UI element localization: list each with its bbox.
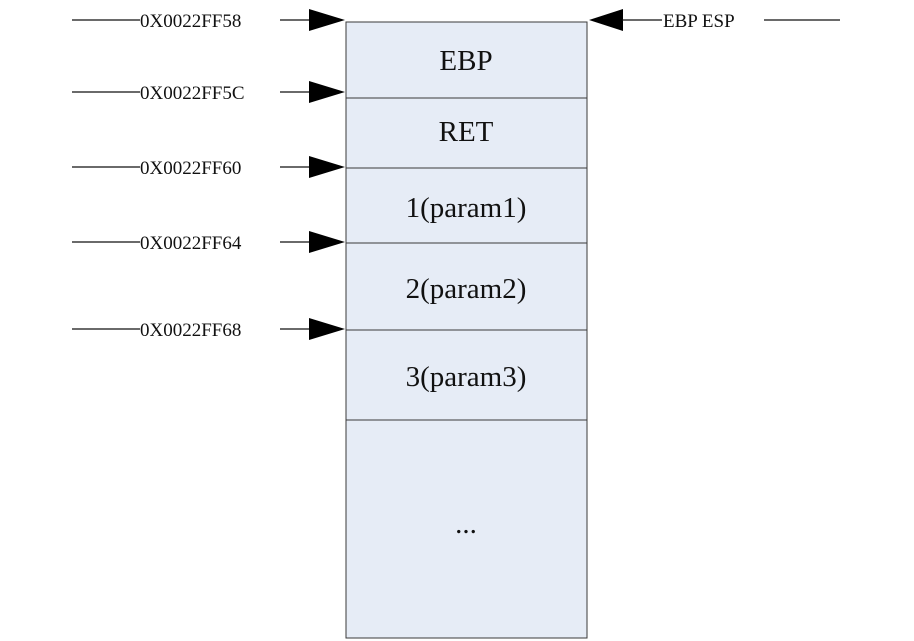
register-pointer: EBP ESP: [589, 9, 840, 32]
address-label: 0X0022FF60: [140, 158, 241, 179]
register-label: EBP ESP: [663, 11, 735, 32]
address-pointer-5: 0X0022FF68: [72, 318, 345, 341]
stack-cell-label: 1(param1): [406, 192, 527, 224]
address-pointer-1: 0X0022FF58: [72, 9, 345, 32]
address-pointer-2: 0X0022FF5C: [72, 81, 345, 104]
arrow-right-icon: [309, 156, 345, 178]
address-pointer-4: 0X0022FF64: [72, 231, 345, 254]
stack-column: EBP RET 1(param1) 2(param2) 3(param3) ..…: [345, 21, 588, 639]
address-label: 0X0022FF68: [140, 320, 241, 341]
address-label: 0X0022FF58: [140, 11, 241, 32]
stack-cell-more: ...: [345, 419, 588, 639]
address-label: 0X0022FF64: [140, 233, 242, 254]
arrow-right-icon: [309, 9, 345, 31]
stack-cell-ebp: EBP: [345, 21, 588, 99]
stack-cell-param3: 3(param3): [345, 329, 588, 421]
arrow-right-icon: [309, 318, 345, 340]
stack-cell-param2: 2(param2): [345, 242, 588, 331]
stack-cell-label: EBP: [439, 45, 492, 77]
stack-cell-param1: 1(param1): [345, 167, 588, 244]
address-pointer-3: 0X0022FF60: [72, 156, 345, 179]
address-label: 0X0022FF5C: [140, 83, 245, 104]
stack-cell-ret: RET: [345, 97, 588, 169]
arrow-left-icon: [589, 9, 623, 31]
stack-cell-label: 2(param2): [406, 273, 527, 305]
arrow-right-icon: [309, 231, 345, 253]
stack-cell-label: RET: [439, 116, 494, 148]
stack-cell-label: ...: [455, 508, 477, 540]
arrow-right-icon: [309, 81, 345, 103]
stack-cell-label: 3(param3): [406, 361, 527, 393]
